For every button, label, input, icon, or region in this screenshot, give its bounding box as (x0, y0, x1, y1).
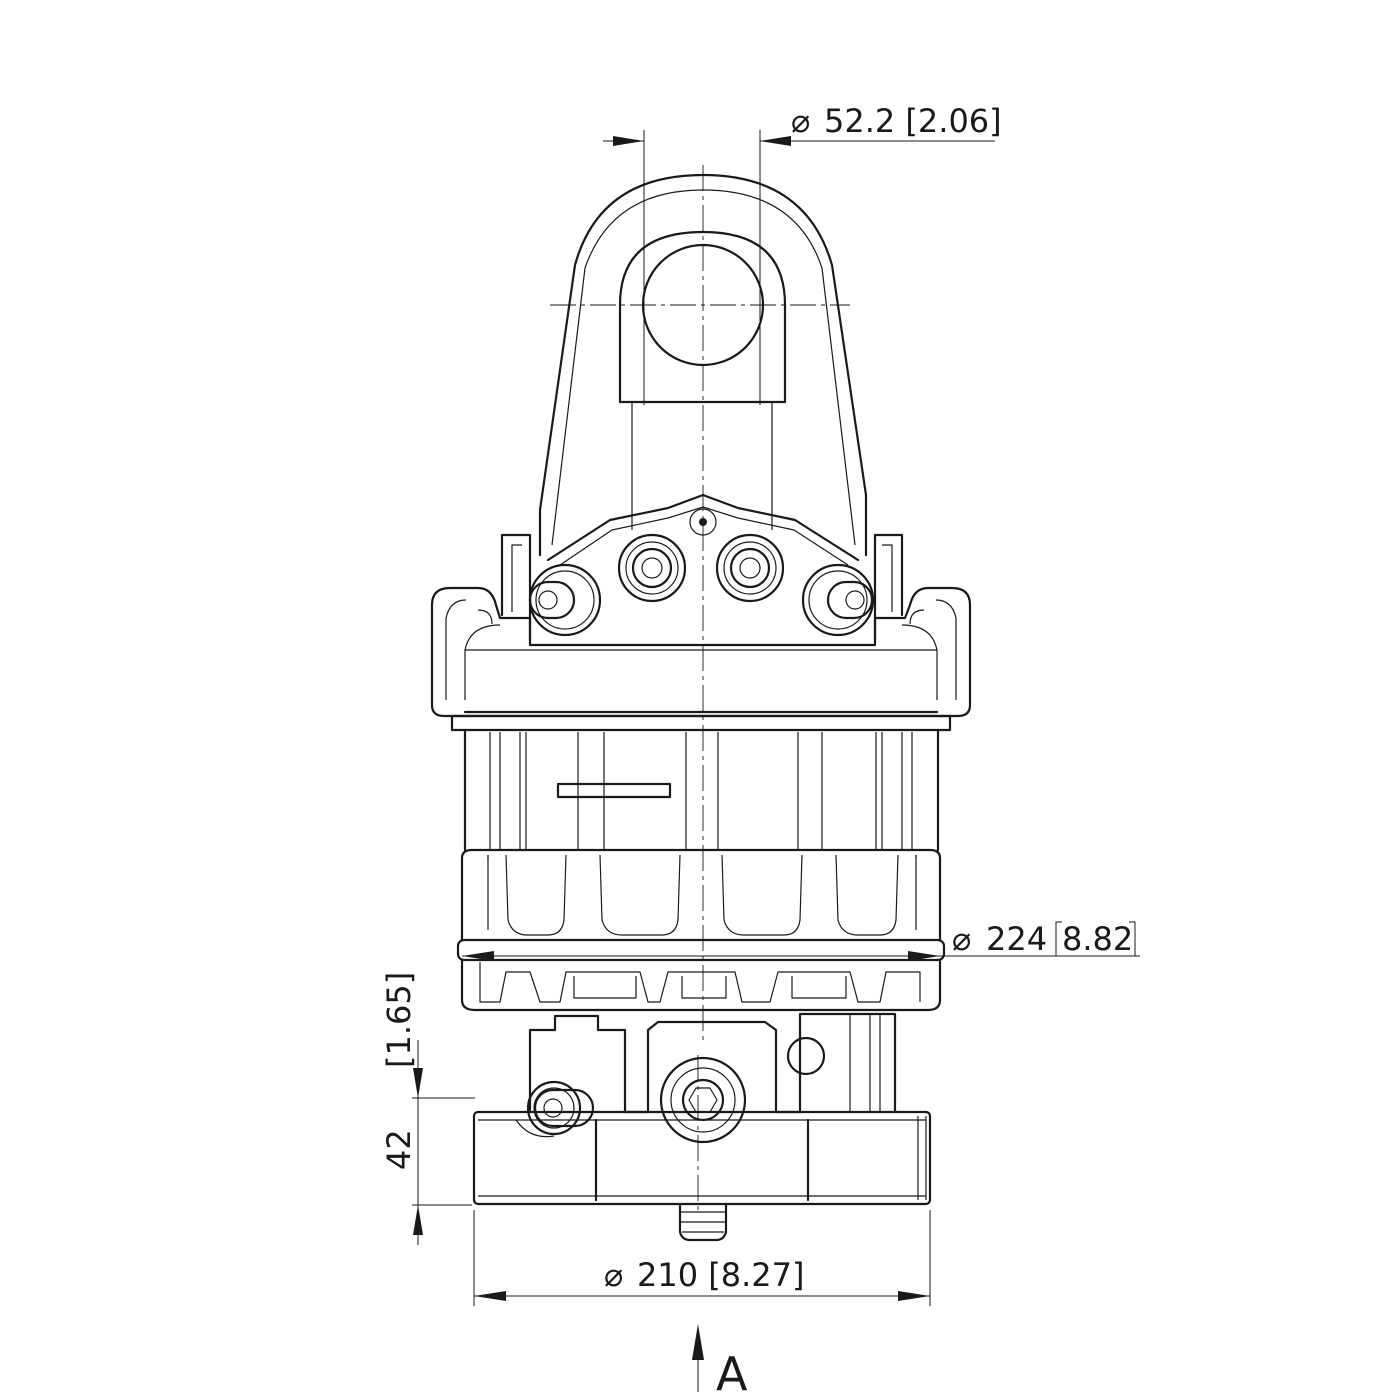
view-label: A (716, 1347, 748, 1400)
center-lines (550, 165, 850, 1210)
flange-diameter-symbol: ⌀ (604, 1256, 623, 1294)
lower-block (526, 1012, 897, 1144)
hydraulic-port-right-outer (801, 563, 875, 637)
pin-diameter-symbol: ⌀ (791, 102, 810, 140)
flange-height-inch: [1.65] (380, 972, 418, 1068)
grease-nipple (678, 1202, 728, 1242)
rotor-housing (456, 848, 946, 1012)
bottom-flange (472, 1110, 932, 1206)
lifting-eye (538, 173, 868, 557)
hydraulic-port-left-inner (617, 533, 687, 603)
hydraulic-port-right-inner (715, 533, 785, 603)
view-arrow: A (692, 1324, 748, 1400)
side-fitting (526, 1080, 595, 1136)
dim-flange-diameter: ⌀ 210 [8.27] (473, 1210, 931, 1306)
flange-height-value: 42 (380, 1129, 418, 1170)
housing-diameter-inch: 8.82 (1062, 920, 1133, 958)
top-flange (430, 586, 972, 732)
motor-body (463, 728, 940, 852)
swivel-head (500, 493, 904, 642)
dim-flange-height: 42 [1.65] (380, 972, 475, 1245)
dim-housing-diameter: ⌀ 224 8.82 (462, 920, 1140, 961)
housing-diameter-symbol: ⌀ (952, 920, 971, 958)
pin-diameter-value: 52.2 [2.06] (824, 102, 1002, 140)
housing-diameter-value: 224 (986, 920, 1047, 958)
dim-pin-diameter: ⌀ 52.2 [2.06] (603, 102, 1002, 405)
flange-diameter-value: 210 [8.27] (637, 1256, 804, 1294)
hydraulic-port-left-outer (528, 563, 602, 637)
